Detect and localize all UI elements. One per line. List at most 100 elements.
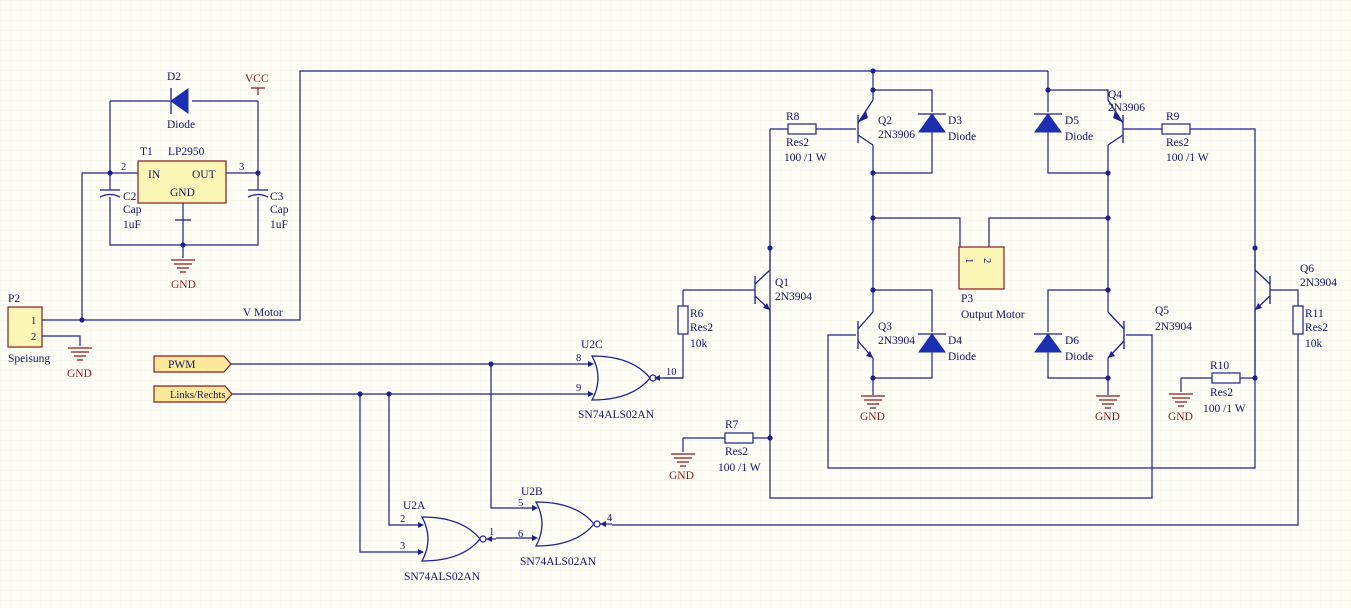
c3-type: Cap	[270, 204, 289, 216]
transistor-q6[interactable]: Q6 2N3904	[1254, 263, 1337, 311]
r7-ref: R7	[725, 419, 739, 431]
p3-pin1: 1	[963, 258, 974, 263]
capacitor-c2[interactable]: C2 Cap 1uF	[99, 189, 142, 231]
u2c-ref: U2C	[581, 339, 603, 351]
resistor-r9[interactable]: R9 Res2 100 /1 W	[1161, 111, 1209, 164]
r11-ref: R11	[1305, 308, 1324, 320]
port-pwm[interactable]: PWM	[153, 355, 232, 373]
q6-ref: Q6	[1300, 263, 1314, 275]
u2c-pin-y: 10	[666, 367, 677, 378]
transistor-q1[interactable]: Q1 2N3904	[754, 269, 812, 311]
d6-value: Diode	[1065, 351, 1093, 363]
d3-value: Diode	[948, 131, 976, 143]
ground-symbol-supply: GND	[171, 259, 196, 291]
d4-value: Diode	[948, 351, 976, 363]
nor-gate-u2b[interactable]: U2B 5 6 4 SN74ALS02AN	[518, 486, 613, 568]
ground-symbol-r7: GND	[669, 453, 695, 482]
p2-ref: P2	[8, 293, 20, 305]
transistor-q3[interactable]: Q3 2N3904	[857, 290, 915, 359]
d5-ref: D5	[1065, 115, 1079, 127]
r8-ref: R8	[786, 111, 800, 123]
r9-type: Res2	[1166, 137, 1189, 149]
c3-value: 1uF	[270, 219, 288, 231]
d5-value: Diode	[1065, 131, 1093, 143]
c2-value: 1uF	[123, 219, 141, 231]
r10-type: Res2	[1210, 387, 1233, 399]
gnd-supply-label: GND	[171, 279, 196, 291]
r6-ref: R6	[690, 308, 704, 320]
u2c-pin-b: 9	[576, 383, 581, 394]
d6-ref: D6	[1065, 335, 1079, 347]
t1-pin-gnd-label: GND	[170, 187, 195, 199]
r11-type: Res2	[1305, 322, 1328, 334]
u2a-pin-b: 3	[400, 541, 405, 552]
r6-type: Res2	[690, 322, 713, 334]
resistor-r11[interactable]: R11 Res2 10k	[1292, 305, 1328, 350]
r7-type: Res2	[725, 446, 748, 458]
diode-d2[interactable]: D2 Diode	[167, 71, 195, 131]
u2a-pin-y: 1	[489, 527, 494, 538]
p2-name: Speisung	[8, 353, 50, 365]
diode-d4[interactable]: D4 Diode	[918, 333, 976, 363]
u2a-pin-a: 2	[400, 514, 405, 525]
port-direction-label: Links/Rechts	[170, 390, 225, 401]
d4-ref: D4	[948, 335, 962, 347]
u2b-pin-a: 5	[518, 498, 523, 509]
connector-p2[interactable]: P2 1 2 Speisung	[7, 293, 51, 365]
c3-ref: C3	[270, 191, 284, 203]
transistor-q4[interactable]: Q4 2N3906	[1107, 89, 1145, 146]
c2-ref: C2	[123, 191, 137, 203]
r7-value: 100 /1 W	[718, 462, 761, 474]
u2b-pin-b: 6	[518, 529, 523, 540]
diode-d3[interactable]: D3 Diode	[918, 113, 976, 143]
transistor-q5[interactable]: Q5 2N3904	[1107, 290, 1192, 359]
q3-part: 2N3904	[878, 335, 915, 347]
t1-pin-num-in: 2	[121, 162, 126, 173]
diode-d5[interactable]: D5 Diode	[1034, 113, 1093, 143]
gnd-r10-label: GND	[1168, 411, 1193, 423]
u2a-part: SN74ALS02AN	[404, 571, 481, 583]
resistor-r7[interactable]: R7 Res2 100 /1 W	[718, 419, 761, 474]
r10-value: 100 /1 W	[1203, 403, 1246, 415]
port-pwm-label: PWM	[168, 359, 195, 371]
t1-pin-in-label: IN	[148, 169, 161, 181]
r10-ref: R10	[1210, 360, 1229, 372]
t1-part: LP2950	[168, 146, 205, 158]
ground-symbol-q5: GND	[1095, 395, 1120, 423]
r8-value: 100 /1 W	[784, 152, 827, 164]
connector-p3[interactable]: 1 2 P3 Output Motor	[958, 246, 1025, 321]
r11-value: 10k	[1305, 338, 1323, 350]
nor-gate-u2a[interactable]: U2A 2 3 1 SN74ALS02AN	[400, 500, 496, 583]
resistor-r8[interactable]: R8 Res2 100 /1 W	[784, 111, 827, 164]
p3-name: Output Motor	[961, 309, 1025, 321]
regulator-t1[interactable]: T1 LP2950 IN OUT GND 2 3	[121, 146, 244, 221]
q1-part: 2N3904	[775, 291, 812, 303]
capacitor-c3[interactable]: C3 Cap 1uF	[247, 189, 289, 231]
gnd-p2-label: GND	[67, 368, 92, 380]
q6-part: 2N3904	[1300, 277, 1337, 289]
vcc-power-port[interactable]: VCC	[245, 73, 269, 95]
u2c-part: SN74ALS02AN	[578, 409, 655, 421]
ground-symbol-q3: GND	[860, 395, 885, 423]
resistor-r6[interactable]: R6 Res2 10k	[677, 305, 713, 350]
transistor-q2[interactable]: Q2 2N3906	[857, 99, 915, 146]
gnd-r7-label: GND	[669, 470, 694, 482]
diode-d6[interactable]: D6 Diode	[1034, 333, 1093, 363]
ground-symbol-r10: GND	[1168, 393, 1193, 423]
t1-pin-num-out: 3	[239, 162, 244, 173]
vcc-label: VCC	[245, 73, 269, 85]
c2-type: Cap	[123, 204, 142, 216]
port-direction[interactable]: Links/Rechts	[153, 385, 233, 403]
r8-type: Res2	[786, 137, 809, 149]
q5-part: 2N3904	[1155, 321, 1192, 333]
q4-ref: Q4	[1108, 89, 1122, 101]
d2-value: Diode	[167, 119, 195, 131]
u2a-ref: U2A	[403, 500, 426, 512]
p3-pin2: 2	[981, 258, 992, 263]
p3-ref: P3	[961, 293, 973, 305]
q4-part: 2N3906	[1108, 102, 1145, 114]
resistor-r10[interactable]: R10 Res2 100 /1 W	[1203, 360, 1246, 415]
nor-gate-u2c[interactable]: U2C 8 9 10 SN74ALS02AN	[576, 339, 683, 421]
q2-ref: Q2	[878, 115, 892, 127]
ground-symbol-p2: GND	[67, 347, 92, 380]
